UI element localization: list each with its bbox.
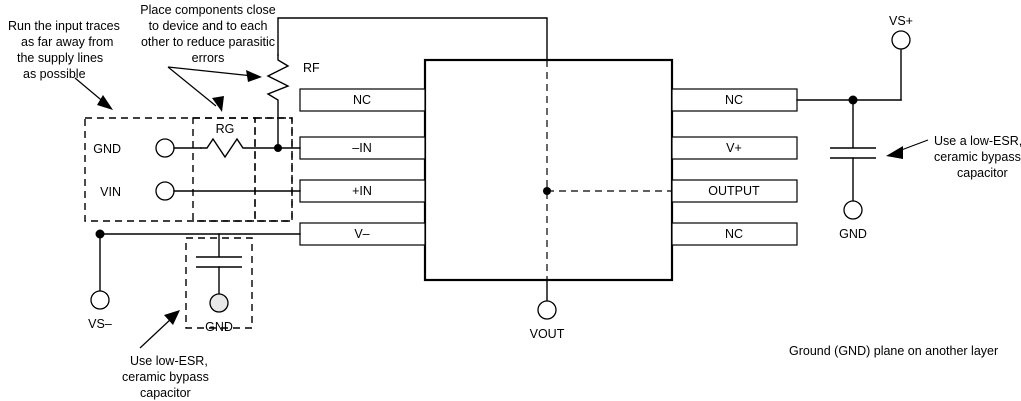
- gnd-input-terminal[interactable]: [155, 138, 175, 158]
- input-network-dashed-box: [84, 117, 293, 222]
- note-bypass-right-line-1: Use a low-ESR,: [934, 134, 1021, 148]
- pin-label-right-3: OUTPUT: [708, 184, 760, 198]
- note-bypass-right-line-3: capacitor: [957, 166, 1008, 180]
- pin-label-right-2: V+: [726, 141, 742, 155]
- gnd-input-label: GND: [93, 142, 121, 156]
- note-bypass-left-line-2: ceramic bypass: [122, 370, 209, 384]
- rg-resistor: [200, 137, 279, 159]
- pin-box-left-1: [299, 88, 426, 112]
- note-place-components-line-3: other to reduce parasitic: [141, 35, 275, 49]
- vout-terminal[interactable]: [537, 300, 557, 320]
- gnd-right-terminal[interactable]: [843, 200, 863, 220]
- note-bypass-left-line-1: Use low-ESR,: [130, 354, 208, 368]
- pin-box-right-2: [671, 136, 798, 160]
- vs-plus-terminal[interactable]: [891, 30, 911, 50]
- rf-resistor: [266, 54, 290, 149]
- vs-minus-label: VS–: [88, 317, 112, 331]
- place-components-arrowhead-rf: [246, 70, 262, 82]
- place-components-arrow-line-rf: [167, 66, 254, 77]
- note-bypass-right-line-2: ceramic bypass: [934, 150, 1021, 164]
- pin-label-right-4: NC: [725, 227, 743, 241]
- note-ground-plane: Ground (GND) plane on another layer: [789, 344, 998, 358]
- vs-minus-terminal[interactable]: [90, 290, 110, 310]
- note-input-traces-line-4: as possible: [23, 67, 86, 81]
- vin-terminal[interactable]: [155, 181, 175, 201]
- note-place-components-line-1: Place components close: [140, 3, 276, 17]
- feedback-trace-top: [277, 17, 548, 61]
- ic-body: [423, 58, 674, 282]
- gnd-right-label: GND: [839, 227, 867, 241]
- pin-box-right-4: [671, 222, 798, 246]
- vout-label: VOUT: [530, 327, 565, 341]
- pin-label-left-4: V–: [354, 227, 369, 241]
- rg-label: RG: [216, 122, 235, 136]
- ic-center-junction-dot: [543, 187, 551, 195]
- left-bypass-arrowhead: [164, 310, 180, 325]
- note-bypass-left-line-3: capacitor: [140, 386, 191, 400]
- note-place-components-line-4: errors: [192, 51, 225, 65]
- rf-label: RF: [303, 61, 320, 75]
- pin-label-left-3: +IN: [352, 184, 372, 198]
- gnd-left-terminal[interactable]: [209, 293, 229, 313]
- place-components-arrow-line-rg: [167, 66, 217, 107]
- pin-label-right-1: NC: [725, 93, 743, 107]
- feedback-node-dashed-box: [254, 117, 293, 222]
- vin-label: VIN: [100, 185, 121, 199]
- note-input-traces-line-1: Run the input traces: [8, 19, 120, 33]
- left-bypass-arrow-line: [139, 317, 173, 349]
- note-input-traces-line-3: the supply lines: [17, 51, 103, 65]
- pin-label-left-2: –IN: [352, 141, 371, 155]
- place-components-arrowhead-rg: [212, 96, 224, 112]
- pin-label-left-1: NC: [353, 93, 371, 107]
- vs-plus-label: VS+: [889, 14, 913, 28]
- right-bypass-arrowhead: [886, 146, 903, 159]
- note-input-traces-line-2: as far away from: [21, 35, 113, 49]
- gnd-left-label: GND: [205, 320, 233, 334]
- pin-box-right-3: [671, 179, 798, 203]
- input-traces-arrowhead: [97, 95, 113, 110]
- note-place-components-line-2: to device and to each: [149, 19, 268, 33]
- left-bypass-dashed-box: [185, 237, 253, 329]
